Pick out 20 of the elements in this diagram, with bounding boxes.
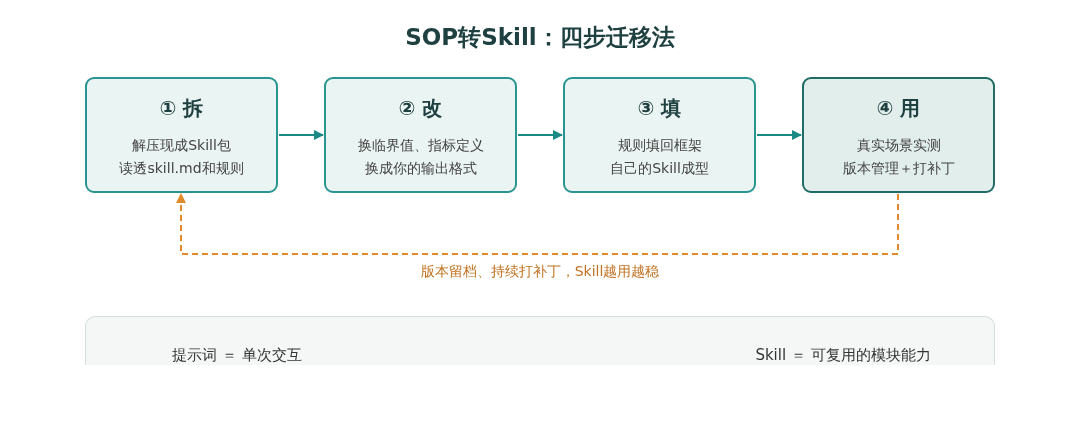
arrow [517, 130, 563, 140]
step-heading: ① 拆 [158, 95, 205, 122]
step-box [85, 77, 278, 193]
arrow [176, 193, 899, 255]
step-description: 解压现成Skill包读透skill.md和规则 [118, 136, 245, 178]
step-description: 换临界值、指标定义换成你的输出格式 [356, 136, 485, 178]
step-description: 真实场景实测版本管理＋打补丁 [841, 136, 956, 178]
edge-label: 版本留档、持续打补丁，Skill越用越稳 [419, 263, 661, 281]
title: SOP转Skill：四步迁移法 [404, 23, 676, 52]
step-heading: ③ 填 [636, 95, 683, 122]
step-box [563, 77, 756, 193]
comparison-text: 提示词 ＝ 单次交互 [171, 346, 303, 365]
step-box [324, 77, 517, 193]
step-description: 规则填回框架自己的Skill成型 [609, 136, 710, 178]
step-heading: ④ 用 [875, 95, 922, 122]
arrow [756, 130, 802, 140]
step-box [802, 77, 995, 193]
arrow [278, 130, 324, 140]
comparison-text: Skill ＝ 可复用的模块能力 [754, 346, 932, 365]
step-heading: ② 改 [397, 95, 444, 122]
